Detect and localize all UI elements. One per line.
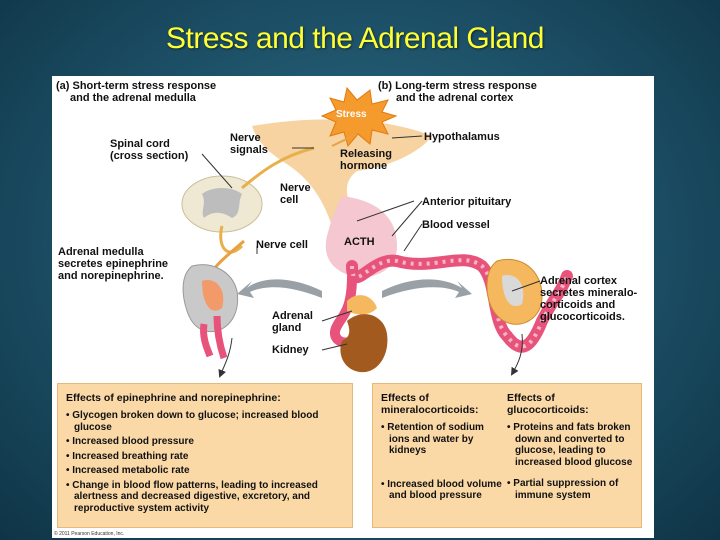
blood-vessel-label: Blood vessel <box>422 219 490 231</box>
anterior-pituitary-label: Anterior pituitary <box>422 196 512 208</box>
nerve-path <box>241 146 315 190</box>
nerve-cell-label-2: cell <box>280 194 299 206</box>
adrenal-medulla-label-1: Adrenal medulla <box>58 246 144 258</box>
kidney-label: Kidney <box>272 344 309 356</box>
mineralocorticoid-column: Effects of mineralocorticoids: Retention… <box>381 392 503 505</box>
releasing-hormone-label-1: Releasing <box>340 148 392 160</box>
copyright-notice: © 2011 Pearson Education, Inc. <box>54 531 125 537</box>
effects-gluco-heading: Effects of glucocorticoids: <box>507 392 589 416</box>
adrenal-medulla-label-2: secretes epinephrine <box>58 258 169 270</box>
effect-item: Increased metabolic rate <box>66 465 344 477</box>
gray-arrow-left <box>237 279 322 298</box>
slide-title: Stress and the Adrenal Gland <box>166 22 544 55</box>
effects-epinephrine-heading: Effects of epinephrine and norepinephrin… <box>66 392 281 404</box>
adrenal-cortex-label-4: glucocorticoids. <box>540 311 625 323</box>
hypothalamus-shape <box>252 119 432 226</box>
adrenal-gland-label-2: gland <box>272 322 302 334</box>
diagram-panel: (a) Short-term stress response and the a… <box>52 76 654 538</box>
panel-a-header-line2: and the adrenal medulla <box>70 92 196 104</box>
gray-arrow-right <box>382 279 472 298</box>
panel-b-header-line1: (b) Long-term stress response <box>378 80 537 92</box>
adrenal-cortex-label-3: corticoids and <box>540 299 616 311</box>
effects-corticoids-box: Effects of mineralocorticoids: Retention… <box>372 383 642 528</box>
effect-item: Increased blood pressure <box>66 436 344 448</box>
nerve-cell-b-label: Nerve cell <box>256 239 308 251</box>
panel-b-header-line2: and the adrenal cortex <box>396 92 514 104</box>
pituitary-shape <box>325 196 397 278</box>
spinal-cord-label-2: (cross section) <box>110 150 189 162</box>
nerve-signals-label-2: signals <box>230 144 268 156</box>
acth-label: ACTH <box>344 236 375 248</box>
stress-burst <box>320 86 398 148</box>
spinal-cord-label-1: Spinal cord <box>110 138 170 150</box>
nerve-cell-label-1: Nerve <box>280 182 311 194</box>
adrenal-medulla-label-3: and norepinephrine. <box>58 270 164 282</box>
adrenal-cortex-label-1: Adrenal cortex <box>540 275 618 287</box>
nerve-signals-label-1: Nerve <box>230 132 261 144</box>
effects-epinephrine-box: Effects of epinephrine and norepinephrin… <box>57 383 353 528</box>
kidney-shape <box>340 314 388 373</box>
effect-item: Partial suppression of immune system <box>507 478 637 501</box>
stress-label: Stress <box>336 109 367 120</box>
effect-item: Glycogen broken down to glucose; increas… <box>66 410 344 433</box>
glucocorticoid-column: Effects of glucocorticoids: Proteins and… <box>507 392 637 504</box>
adrenal-gland-label-1: Adrenal <box>272 310 313 322</box>
diagram-illustration <box>181 86 573 378</box>
adrenal-gland-shape <box>347 295 377 315</box>
effects-mineralo-heading: Effects of mineralocorticoids: <box>381 392 479 416</box>
nerve-path-lower <box>219 225 244 254</box>
effect-item: Retention of sodium ions and water by ki… <box>381 422 503 457</box>
effect-item: Proteins and fats broken down and conver… <box>507 422 637 468</box>
releasing-hormone-label-2: hormone <box>340 160 388 172</box>
hypothalamus-label: Hypothalamus <box>424 131 500 143</box>
effect-item: Increased breathing rate <box>66 451 344 463</box>
effect-item: Increased blood volume and blood pressur… <box>381 479 503 502</box>
effect-item: Change in blood flow patterns, leading t… <box>66 480 344 515</box>
panel-a-header-line1: (a) Short-term stress response <box>56 80 217 92</box>
adrenal-cortex-label-2: secretes mineralo- <box>540 287 638 299</box>
